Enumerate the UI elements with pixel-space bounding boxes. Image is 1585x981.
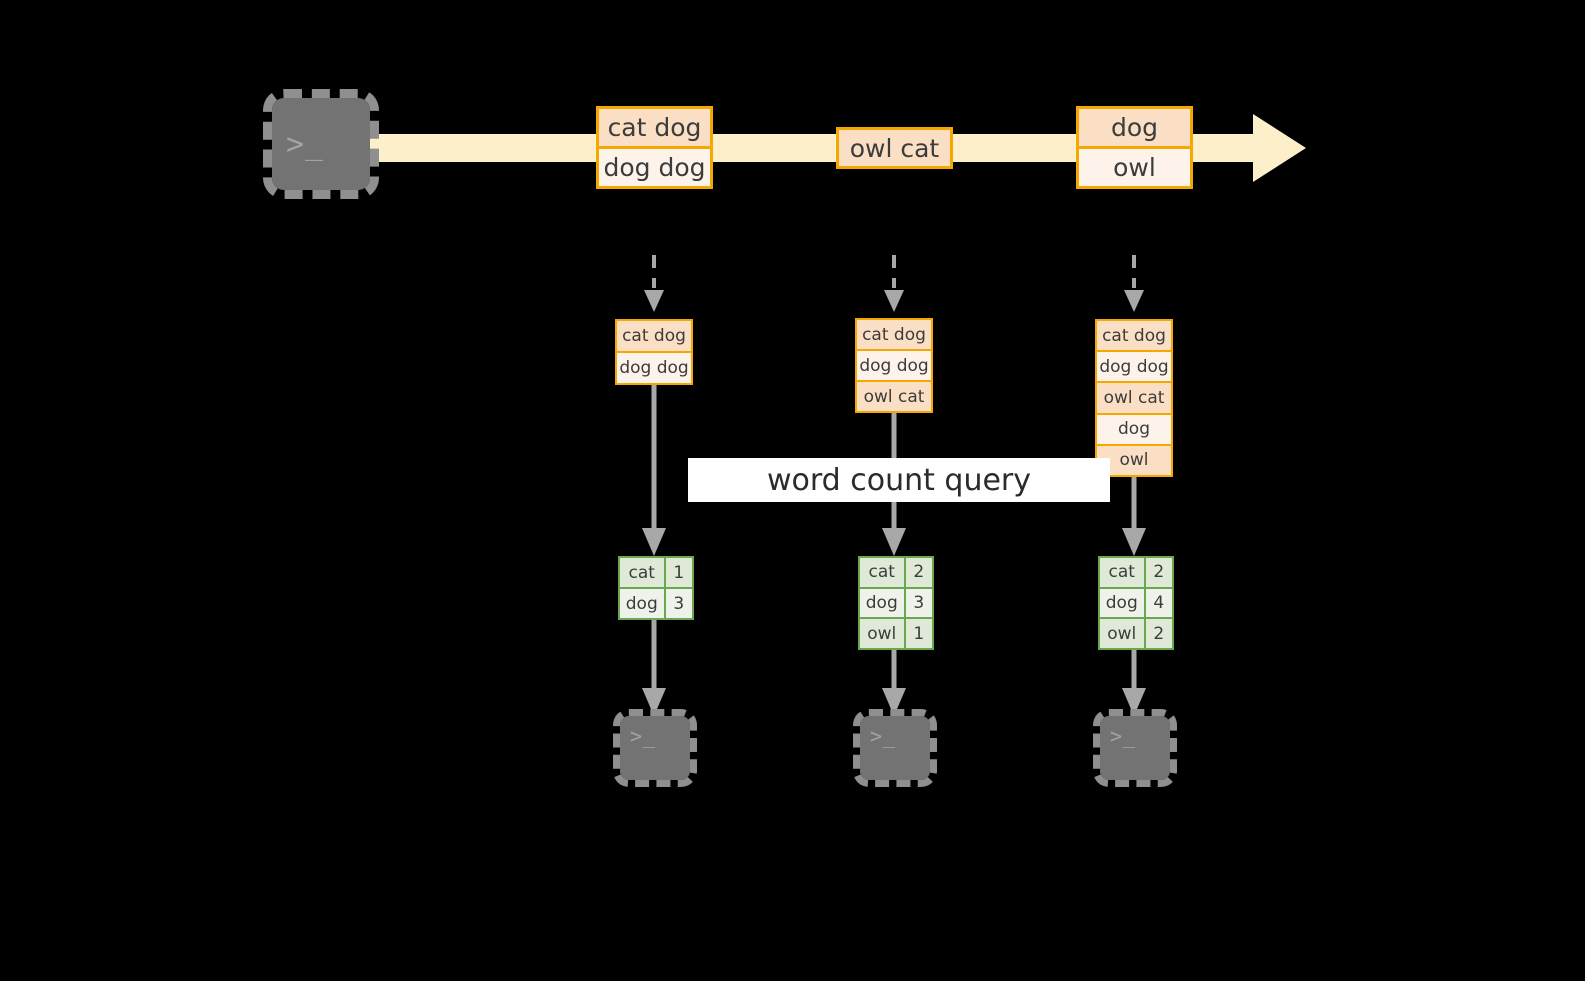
table-cell-count: 2 [1143,558,1172,587]
table-row: cat 1 [620,558,692,587]
table-row: dog 4 [1100,586,1172,618]
table-row: owl 1 [860,617,932,649]
sink-terminal-icon-1[interactable]: >_ [613,709,697,787]
buffer-line: cat dog [1097,321,1171,351]
sink-arrowhead-2 [882,688,906,716]
record-line: owl [1079,146,1190,186]
buffer-line: cat dog [617,321,691,351]
query-arrowhead-2 [882,528,906,556]
result-table-2[interactable]: cat 2 dog 3 owl 1 [858,556,934,650]
table-row: dog 3 [860,586,932,618]
table-cell-count: 2 [1143,619,1172,649]
buffer-line: dog dog [857,349,931,380]
table-cell-word: cat [620,558,664,587]
query-arrowhead-3 [1122,528,1146,556]
buffer-line: dog dog [1097,350,1171,382]
buffer-box-2[interactable]: cat dog dog dog owl cat [855,318,933,413]
buffer-line: dog [1097,412,1171,444]
table-row: owl 2 [1100,617,1172,649]
table-row: dog 3 [620,587,692,618]
table-cell-word: dog [860,588,904,618]
terminal-prompt-glyph: >_ [1110,724,1137,748]
result-table-3[interactable]: cat 2 dog 4 owl 2 [1098,556,1174,650]
dashed-arrowhead-1 [644,290,664,312]
dashed-arrowhead-3 [1124,290,1144,312]
table-cell-word: cat [1100,558,1144,587]
table-cell-word: dog [620,589,664,618]
table-cell-word: owl [860,619,904,649]
sink-arrowhead-1 [642,688,666,716]
table-cell-word: owl [1100,619,1144,649]
table-cell-count: 1 [903,619,932,649]
sink-terminal-icon-2[interactable]: >_ [853,709,937,787]
buffer-box-1[interactable]: cat dog dog dog [615,319,693,385]
stream-record-2[interactable]: owl cat [836,127,953,169]
sink-arrowhead-3 [1122,688,1146,716]
stream-record-1[interactable]: cat dog dog dog [596,106,713,189]
table-cell-count: 2 [903,558,932,587]
query-label: word count query [688,458,1110,502]
table-row: cat 2 [1100,558,1172,587]
table-cell-word: dog [1100,588,1144,618]
stream-record-3[interactable]: dog owl [1076,106,1193,189]
buffer-line: owl cat [857,380,931,411]
buffer-line: dog dog [617,351,691,383]
table-row: cat 2 [860,558,932,587]
table-cell-count: 3 [663,589,692,618]
record-line: dog [1079,109,1190,146]
result-table-1[interactable]: cat 1 dog 3 [618,556,694,620]
table-cell-count: 3 [903,588,932,618]
table-cell-word: cat [860,558,904,587]
sink-terminal-icon-3[interactable]: >_ [1093,709,1177,787]
record-line: owl cat [839,130,950,166]
terminal-prompt-glyph: >_ [870,724,897,748]
record-line: dog dog [599,146,710,186]
table-cell-count: 1 [663,558,692,587]
dashed-arrowhead-2 [884,290,904,312]
source-terminal-icon[interactable]: >_ [263,89,379,199]
buffer-line: owl cat [1097,381,1171,413]
buffer-box-3[interactable]: cat dog dog dog owl cat dog owl [1095,319,1173,477]
buffer-line: cat dog [857,320,931,349]
record-line: cat dog [599,109,710,146]
table-cell-count: 4 [1143,588,1172,618]
query-arrowhead-1 [642,528,666,556]
terminal-prompt-glyph: >_ [630,724,657,748]
terminal-prompt-glyph: >_ [286,126,325,162]
